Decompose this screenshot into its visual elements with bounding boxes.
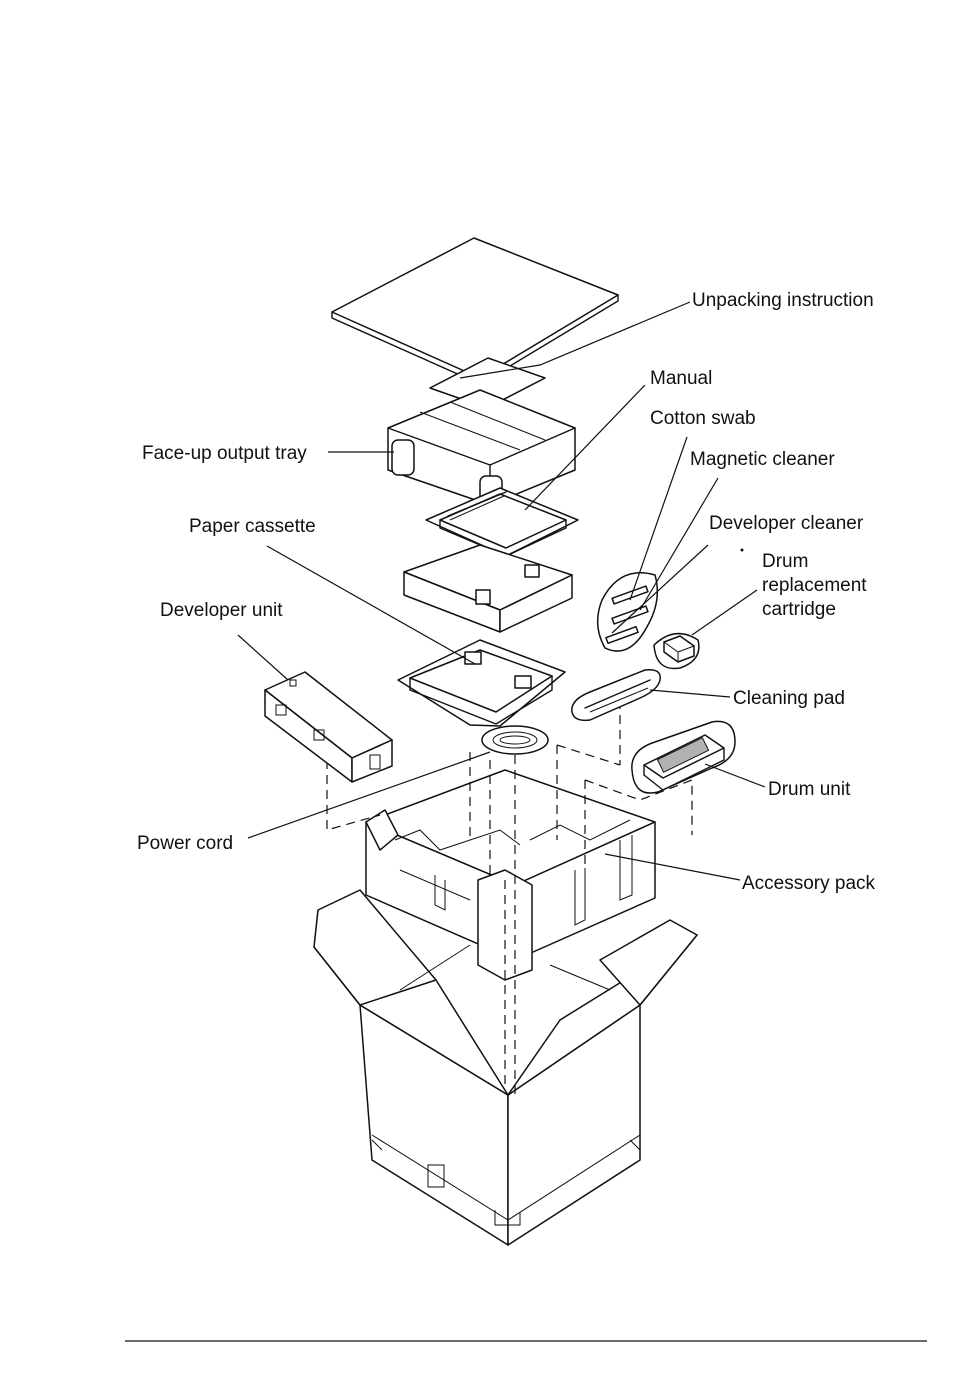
label-developer-unit: Developer unit xyxy=(160,600,283,621)
cleaning-pad xyxy=(571,668,661,722)
paper-cassette xyxy=(397,639,566,727)
power-cord xyxy=(481,725,549,755)
label-drum-unit: Drum unit xyxy=(768,779,851,800)
face-up-output-tray xyxy=(387,389,576,509)
label-drum-line-1: Drum xyxy=(762,551,808,572)
label-drum-line-2: replacement xyxy=(762,575,867,596)
unpacking-instruction-sheet xyxy=(331,237,619,409)
developer-unit xyxy=(264,671,393,783)
label-magnetic-cleaner: Magnetic cleaner xyxy=(690,449,835,470)
label-paper-cassette: Paper cassette xyxy=(189,516,316,537)
label-face-up-output-tray: Face-up output tray xyxy=(142,443,307,464)
label-drum-line-3: cartridge xyxy=(762,599,836,620)
shipping-box xyxy=(313,889,698,1246)
label-manual: Manual xyxy=(650,368,712,389)
drum-unit xyxy=(631,720,736,794)
drum-replacement-cartridge xyxy=(653,632,700,670)
leader-lines xyxy=(237,301,766,881)
assembly-guide-lines xyxy=(326,700,693,1100)
label-power-cord: Power cord xyxy=(137,833,233,854)
label-developer-cleaner: Developer cleaner xyxy=(709,513,864,534)
cassette-tray xyxy=(403,544,573,633)
label-cleaning-pad: Cleaning pad xyxy=(733,688,845,709)
label-cotton-swab: Cotton swab xyxy=(650,408,756,429)
manual xyxy=(425,487,579,557)
label-accessory-pack: Accessory pack xyxy=(742,873,876,894)
cleaners-pack xyxy=(596,572,659,652)
callout-labels: Unpacking instruction Manual Cotton swab… xyxy=(137,290,876,894)
label-unpacking-instruction: Unpacking instruction xyxy=(692,290,874,311)
